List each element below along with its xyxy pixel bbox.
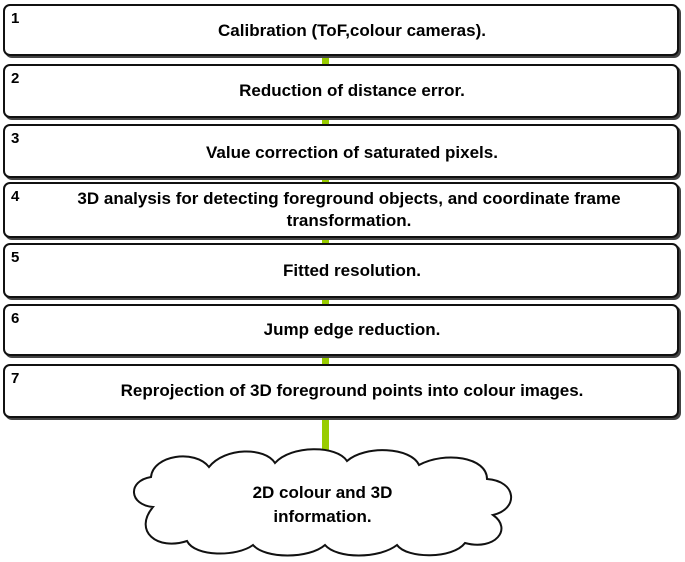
step-number: 2 [11, 70, 20, 87]
cloud-label: 2D colour and 3D information. [125, 481, 520, 529]
connector-line [322, 111, 329, 131]
step-box-6: 6 Jump edge reduction. [3, 304, 679, 356]
cloud-line-2: information. [273, 507, 372, 526]
connector-line [322, 292, 329, 312]
connector-line [322, 414, 329, 462]
step-box-2: 2 Reduction of distance error. [3, 64, 679, 118]
cloud-line-1: 2D colour and 3D [252, 483, 393, 502]
step-label: Jump edge reduction. [263, 320, 441, 339]
step-box-3: 3 Value correction of saturated pixels. [3, 124, 679, 178]
cloud-shape [133, 448, 512, 557]
step-box-4: 4 3D analysis for detecting foreground o… [3, 182, 679, 238]
step-number: 6 [11, 310, 20, 327]
step-number: 5 [11, 249, 20, 266]
step-label: Value correction of saturated pixels. [206, 143, 498, 162]
step-number: 4 [11, 188, 20, 205]
step-number: 1 [11, 10, 20, 27]
step-label: Reprojection of 3D foreground points int… [120, 381, 584, 400]
output-cloud: 2D colour and 3D information. [125, 445, 520, 557]
step-number: 7 [11, 370, 20, 387]
step-box-7: 7 Reprojection of 3D foreground points i… [3, 364, 679, 418]
step-label: Reduction of distance error. [239, 81, 465, 100]
connector-line [322, 50, 329, 70]
connector-line [322, 352, 329, 372]
step-box-1: 1 Calibration (ToF,colour cameras). [3, 4, 679, 56]
step-label: Fitted resolution. [283, 261, 421, 280]
step-label: 3D analysis for detecting foreground obj… [77, 189, 621, 230]
step-label: Calibration (ToF,colour cameras). [218, 21, 486, 40]
step-box-5: 5 Fitted resolution. [3, 243, 679, 298]
step-number: 3 [11, 130, 20, 147]
